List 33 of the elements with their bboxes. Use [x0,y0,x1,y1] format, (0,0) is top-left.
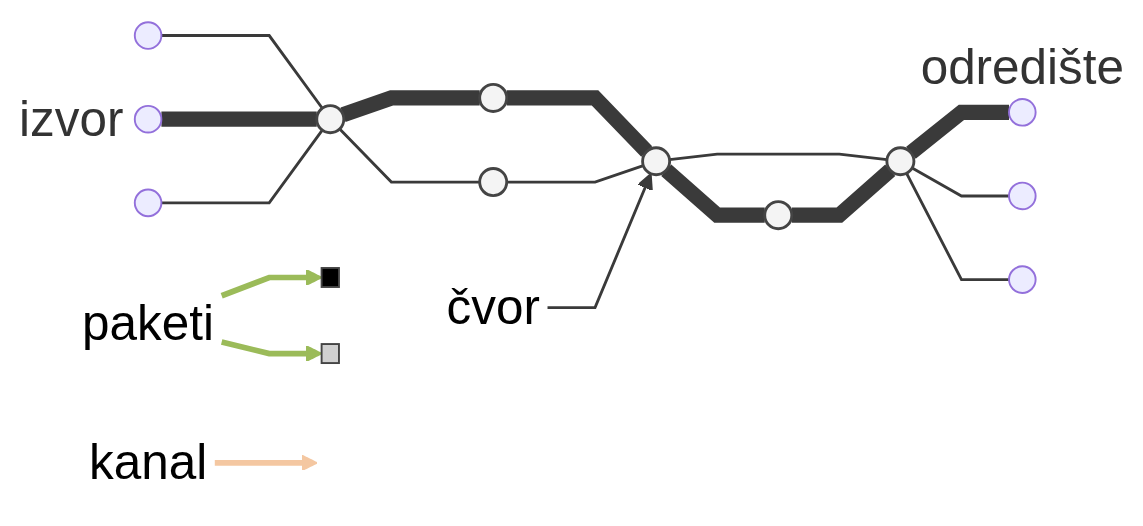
endpoint-label: izvor [19,91,124,147]
router-node [478,167,509,197]
leader-arrow [547,173,653,310]
thick-link-line [506,90,653,157]
thick-link-line [791,164,896,223]
thick-link-line [161,111,317,127]
endpoint-circle [1008,98,1037,127]
packet-block [320,267,340,288]
router-node [478,83,509,113]
endpoint-circle [1008,265,1037,294]
router-node [641,146,672,177]
thick-link-line [340,90,480,122]
link-line [338,127,480,184]
endpoint-circle [1008,181,1037,211]
endpoint-label: odredište [920,38,1124,94]
link-line [161,34,324,110]
thick-link-line [661,164,765,223]
router-node [763,200,794,231]
label-text: paketi [82,294,215,352]
endpoint-circle [133,104,163,134]
endpoint-circle [133,21,163,50]
label-text: kanal [89,433,208,491]
leader-arrow [214,454,318,472]
link-line [911,166,1009,198]
router-node [315,104,346,135]
router-node [885,146,916,177]
label-text: čvor [446,278,540,336]
link-line [506,164,644,184]
link-line [905,172,1009,282]
endpoint-circle [133,188,163,218]
packet-block [320,343,340,364]
thick-link-line [906,104,1009,159]
link-line [161,129,324,205]
